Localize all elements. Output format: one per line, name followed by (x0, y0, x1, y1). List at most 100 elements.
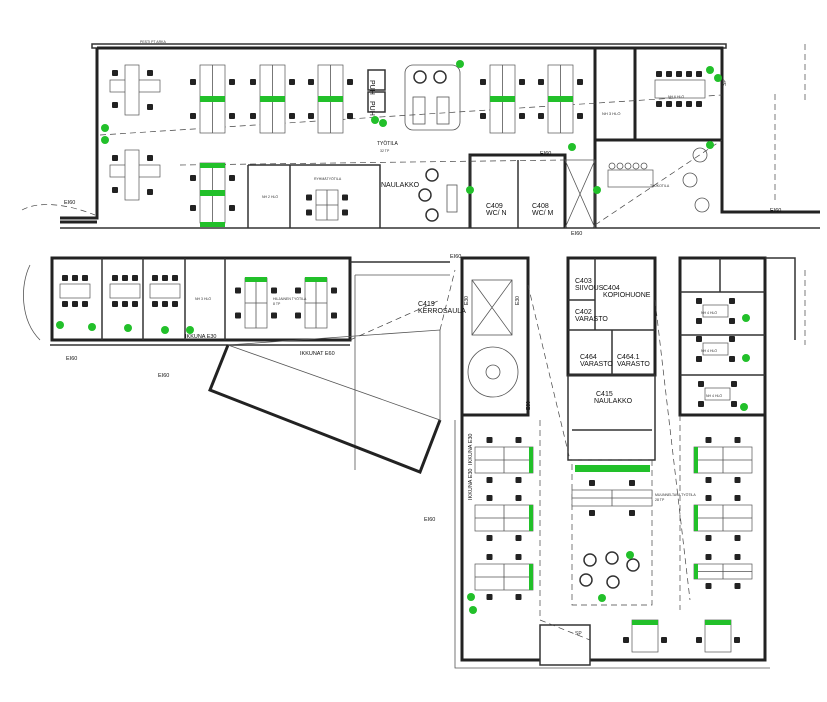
c402-name: VARASTO (575, 316, 608, 323)
chair-icon (676, 101, 682, 107)
meeting-table (702, 342, 729, 356)
plant-icon (469, 606, 477, 614)
plant-icon (101, 124, 109, 132)
c419-name: KERROSAULA (418, 308, 466, 315)
chair-icon (705, 437, 712, 443)
chair-icon (696, 298, 702, 304)
chair-icon (629, 510, 635, 516)
plant-icon (467, 593, 475, 601)
plant-icon (186, 326, 194, 334)
chair-icon (577, 113, 583, 119)
e30-annotation: E30 (515, 296, 521, 305)
planter (200, 163, 225, 168)
kitchen-island (607, 169, 654, 188)
round-table (694, 197, 710, 213)
meeting-table (109, 283, 141, 299)
chair-icon (480, 113, 486, 119)
ikkuna-e30-annotation: IKKUNA E30 (468, 469, 474, 501)
chair-icon (112, 187, 118, 193)
chair-icon (486, 495, 493, 501)
planter (200, 222, 225, 227)
sofa (412, 96, 426, 125)
c402-label: C402 (575, 309, 592, 316)
chair-icon (112, 275, 118, 281)
planter (575, 465, 650, 472)
annotations: EI60 EI60 EI60 EI60 EI60 EI60 EI60 EI60 … (64, 151, 781, 523)
chair-icon (271, 287, 277, 294)
ei60-annotation: EI60 (66, 356, 77, 362)
c464-name: VARASTO (580, 361, 613, 368)
chair-icon (731, 401, 737, 407)
core-walls (460, 256, 691, 601)
chair-icon (656, 101, 662, 107)
plant-icon (101, 136, 109, 144)
chair-icon (486, 594, 493, 600)
chair-icon (515, 535, 522, 541)
chair-icon (515, 477, 522, 483)
round-table (682, 172, 698, 188)
chair-icon (734, 637, 740, 643)
plant-icon (124, 324, 132, 332)
top-area-label: PESTI PT ARKA (140, 40, 166, 44)
chair-icon (734, 554, 741, 560)
planter (529, 447, 533, 473)
chair-icon (629, 480, 635, 486)
armchair-icon (583, 553, 597, 567)
chair-icon (734, 437, 741, 443)
chair-icon (306, 209, 312, 216)
planter (200, 96, 225, 102)
plant-icon (161, 326, 169, 334)
chair-icon (515, 554, 522, 560)
chair-icon (486, 477, 493, 483)
chair-icon (729, 336, 735, 342)
chair-icon (152, 301, 158, 307)
plant-icon (56, 321, 64, 329)
chair-icon (122, 301, 128, 307)
planter (260, 96, 285, 102)
nh4-a-label: NH 4 HLÖ (701, 311, 717, 315)
ei60-annotation: EI60 (540, 151, 551, 157)
chair-icon (152, 275, 158, 281)
room-labels: TYÖTILA 32 TP NAULAKKO C409 WC/ N C408 W… (195, 79, 728, 637)
furniture-layer (56, 60, 753, 653)
chair-icon (734, 477, 741, 483)
chair-icon (308, 79, 314, 85)
chair-icon (295, 312, 301, 319)
chair-icon (676, 71, 682, 77)
e30-annotation: E30 (526, 401, 532, 410)
stool-icon (640, 162, 648, 170)
naulakko-label: NAULAKKO (381, 182, 420, 189)
chair-icon (147, 70, 153, 76)
chair-icon (666, 71, 672, 77)
right-rooms-walls (678, 256, 806, 417)
planter (490, 96, 515, 102)
c409-name: WC/ N (486, 210, 507, 217)
chair-icon (162, 275, 168, 281)
chair-icon (229, 79, 235, 85)
ei60-annotation: EI60 (450, 254, 461, 260)
ei60-annotation: EI60 (770, 208, 781, 214)
c464-label: C464 (580, 354, 597, 361)
plant-icon (706, 141, 714, 149)
ei60-annotation: EI60 (424, 517, 435, 523)
meeting-table (702, 304, 729, 318)
armchair-icon (579, 573, 593, 587)
plant-icon (456, 60, 464, 68)
nh3-label: NH 3 HLÖ (602, 111, 620, 116)
chair-icon (696, 336, 702, 342)
chair-icon (577, 79, 583, 85)
chair-icon (306, 194, 312, 201)
chair-icon (229, 175, 235, 181)
chair-icon (112, 102, 118, 108)
chair-icon (661, 637, 667, 643)
chair-icon (696, 71, 702, 77)
chair-icon (347, 79, 353, 85)
armchair-icon (433, 70, 447, 84)
hiljainen-label: HILJAINEN TYÖTILA (273, 297, 307, 301)
plant-icon (598, 594, 606, 602)
chair-icon (72, 275, 78, 281)
chair-icon (172, 275, 178, 281)
chair-icon (515, 495, 522, 501)
chair-icon (229, 113, 235, 119)
plant-icon (593, 186, 601, 194)
